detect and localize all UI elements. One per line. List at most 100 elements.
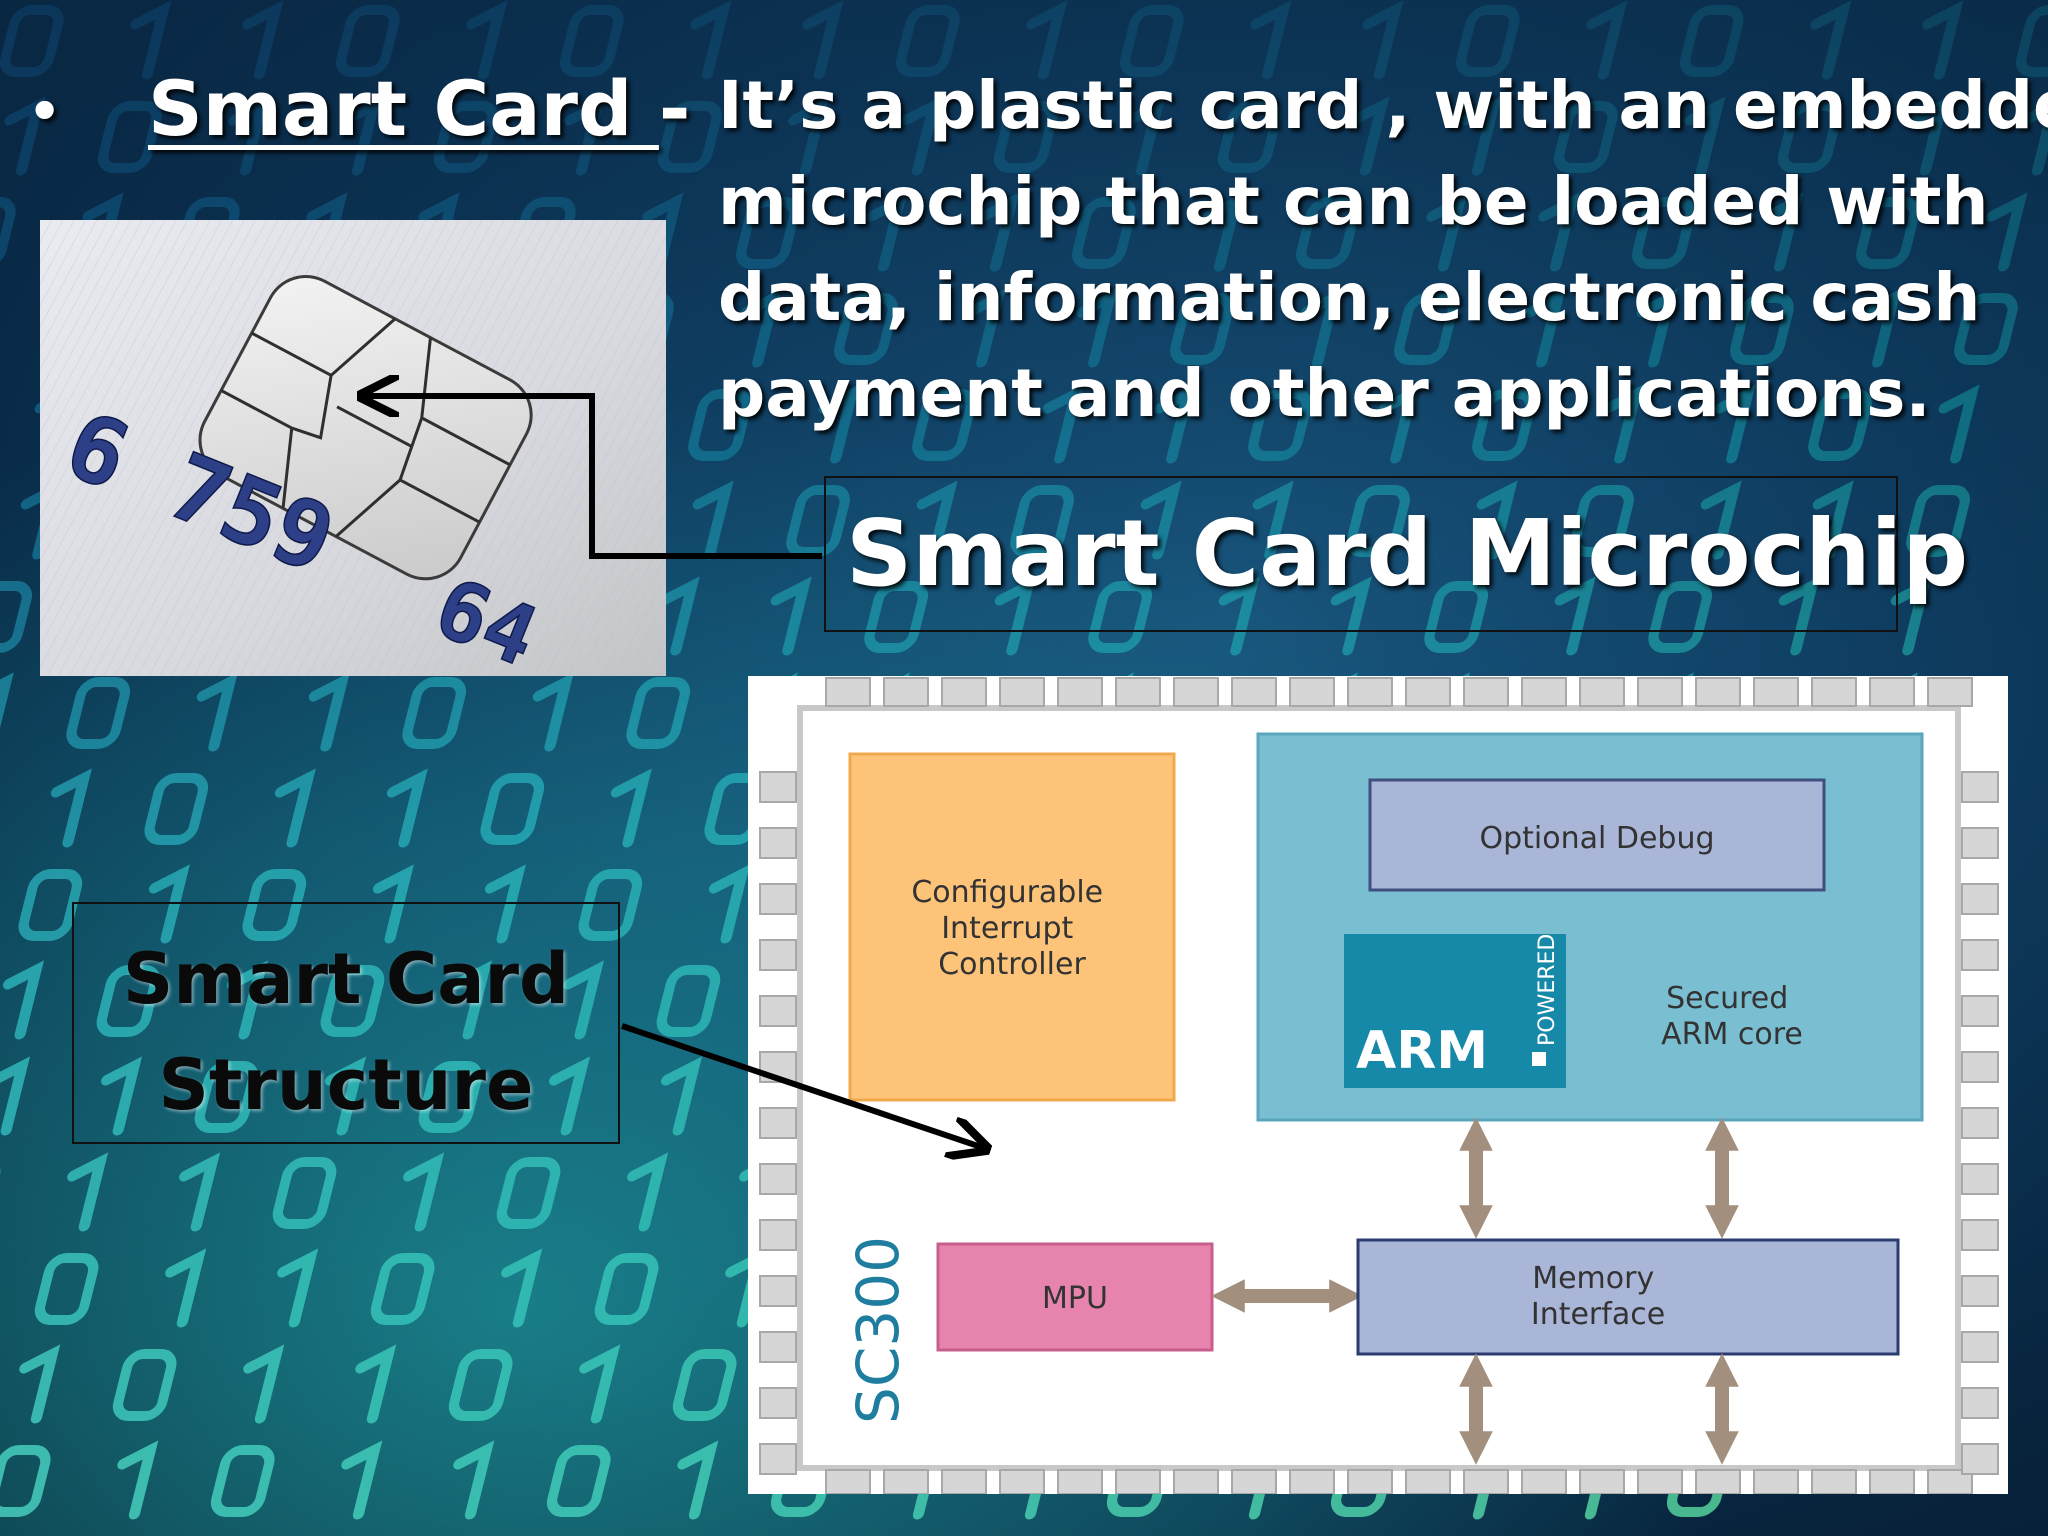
chip-pin: [759, 1219, 797, 1251]
structure-label: Smart Card Structure: [72, 926, 620, 1138]
chip-pin: [941, 1469, 987, 1494]
chip-pin: [1927, 677, 1973, 707]
chip-pin: [1961, 1387, 1999, 1419]
chip-pin: [1961, 1107, 1999, 1139]
chip-pin: [759, 883, 797, 915]
optional-debug-label: Optional Debug: [1479, 821, 1714, 856]
chip-name-label: SC300: [844, 1236, 912, 1424]
chip-pin: [1961, 1051, 1999, 1083]
chip-pin: [1289, 677, 1335, 707]
definition-line: It’s a plastic card , with an embedded: [718, 67, 2048, 144]
interrupt-controller-label: Controller: [938, 947, 1086, 982]
chip-pin: [999, 677, 1045, 707]
interrupt-controller-label: Configurable: [911, 875, 1103, 910]
chip-pin: [759, 827, 797, 859]
bullet-term: Smart Card -: [148, 64, 690, 153]
chip-pin: [759, 1443, 797, 1475]
chip-pin: [1869, 1469, 1915, 1494]
interrupt-controller-label: Interrupt: [941, 911, 1073, 946]
definition-line: data, information, electronic cash: [718, 259, 1981, 336]
structure-label-line: Structure: [158, 1044, 534, 1126]
chip-pin: [759, 995, 797, 1027]
chip-pin: [1405, 677, 1451, 707]
bullet-marker: •: [28, 82, 62, 142]
mpu-block: [936, 1242, 1214, 1352]
chip-pin: [759, 1051, 797, 1083]
chip-pin: [759, 1331, 797, 1363]
chip-pin: [759, 1107, 797, 1139]
chip-pin: [1811, 677, 1857, 707]
svg-text:Memory Interface: Memory Interface: [1531, 1261, 1665, 1332]
chip-pin: [759, 1163, 797, 1195]
chip-pin: [1231, 677, 1277, 707]
chip-pin: [1961, 1219, 1999, 1251]
mpu-label: MPU: [1042, 1281, 1108, 1316]
chip-pin: [1961, 827, 1999, 859]
definition-text: It’s a plastic card , with an embedded m…: [718, 58, 2048, 442]
chip-pin: [1961, 883, 1999, 915]
chip-pin: [825, 1469, 871, 1494]
microchip-label: Smart Card Microchip: [846, 500, 1969, 607]
chip-pin: [1405, 1469, 1451, 1494]
bullet-separator: -: [658, 64, 691, 153]
memory-interface-label: Memory: [1532, 1261, 1654, 1296]
chip-pin: [1961, 1163, 1999, 1195]
microchip-callout-box: [824, 476, 1898, 632]
memory-interface-block: [1356, 1238, 1900, 1356]
chip-pin: [1869, 677, 1915, 707]
arm-logo-text: ARM: [1356, 1021, 1488, 1081]
chip-pin: [1753, 1469, 1799, 1494]
structure-callout-box: [72, 902, 620, 1144]
chip-pin: [1961, 1443, 1999, 1475]
chip-pins: [759, 677, 1999, 1494]
chip-pin: [1521, 677, 1567, 707]
chip-pin: [1115, 677, 1161, 707]
chip-pin: [1695, 1469, 1741, 1494]
secured-arm-core-label: ARM core: [1661, 1017, 1803, 1052]
chip-pin: [1961, 939, 1999, 971]
chip-pin: [1579, 1469, 1625, 1494]
chip-pin: [1347, 1469, 1393, 1494]
chip-pin: [1347, 677, 1393, 707]
chip-pin: [759, 1387, 797, 1419]
arm-powered-text: POWERED: [1535, 934, 1560, 1046]
chip-pin: [1231, 1469, 1277, 1494]
chip-pin: [759, 1275, 797, 1307]
structure-label-line: Smart Card: [122, 938, 570, 1020]
chip-pin: [1961, 995, 1999, 1027]
chip-pin: [759, 939, 797, 971]
definition-line: payment and other applications.: [718, 355, 1931, 432]
chip-pin: [1637, 1469, 1683, 1494]
chip-pin: [1521, 1469, 1567, 1494]
chip-pin: [883, 1469, 929, 1494]
svg-text:Configurable Interrupt: Configurable Interrupt Controller: [911, 875, 1112, 982]
optional-debug-block: [1368, 778, 1826, 892]
chip-pin: [825, 677, 871, 707]
chip-pin: [1811, 1469, 1857, 1494]
arm-logo-dot: [1532, 1052, 1546, 1066]
chip-pin: [759, 771, 797, 803]
chip-pin: [941, 677, 987, 707]
chip-pin: [1463, 677, 1509, 707]
chip-pin: [1753, 677, 1799, 707]
arm-logo-icon: [1344, 934, 1566, 1088]
chip-pin: [1057, 1469, 1103, 1494]
chip-pin: [1173, 677, 1219, 707]
chip-pin: [1115, 1469, 1161, 1494]
secured-arm-core-label: Secured: [1666, 981, 1788, 1016]
chip-pin: [1637, 677, 1683, 707]
chip-pin: [1961, 771, 1999, 803]
chip-pin: [1695, 677, 1741, 707]
chip-pin: [1579, 677, 1625, 707]
chip-pin: [1463, 1469, 1509, 1494]
definition-line: microchip that can be loaded with: [718, 163, 1989, 240]
memory-interface-label: Interface: [1531, 1297, 1665, 1332]
sc300-block-diagram: Configurable Interrupt Controller Option…: [748, 676, 2008, 1494]
bullet-term-text: Smart Card: [148, 64, 659, 153]
chip-pin: [1057, 677, 1103, 707]
chip-pin: [883, 677, 929, 707]
chip-pin: [1961, 1331, 1999, 1363]
chip-pin: [999, 1469, 1045, 1494]
chip-pin: [1961, 1275, 1999, 1307]
